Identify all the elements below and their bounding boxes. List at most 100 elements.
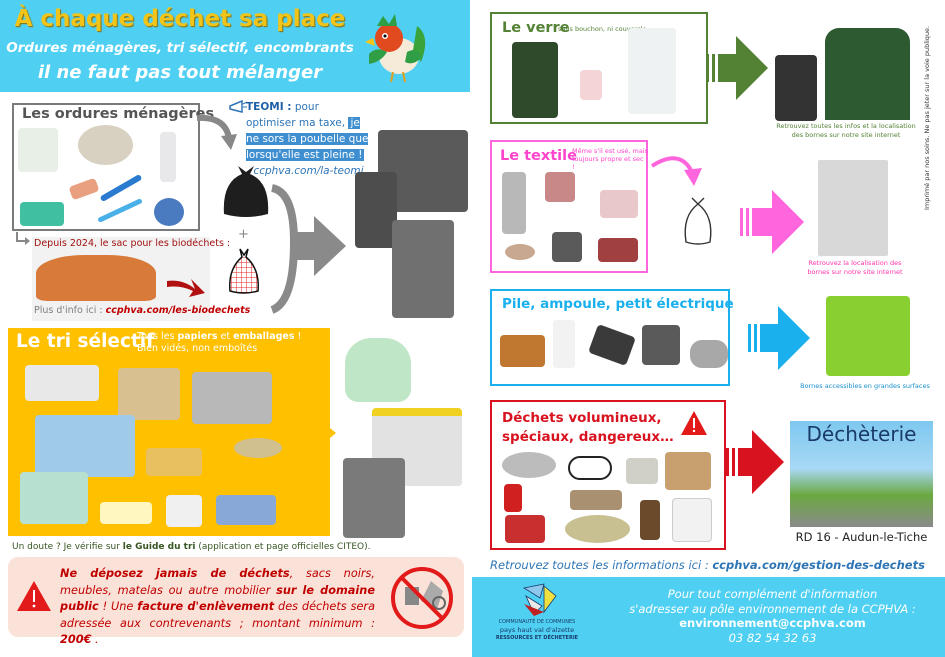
print-notice: Imprimé par nos soins. Ne pas jeter sur … — [923, 25, 931, 210]
plastic-bottles-image — [35, 415, 135, 477]
teomi-notice: TEOMI : pour optimiser ma taxe, je ne so… — [246, 99, 371, 179]
red-big-arrow-icon — [726, 430, 784, 494]
sorting-sub-text: et — [217, 331, 234, 342]
sorting-title: Le tri sélectif — [16, 331, 155, 352]
sorting-sub-note: Bien vidés, non emboîtés — [137, 343, 258, 354]
handbag-image — [552, 232, 582, 262]
sorting-subtitle: Tous les papiers et emballages ! Bien vi… — [137, 331, 301, 355]
waste-management-link[interactable]: ccphva.com/gestion-des-dechets — [712, 558, 925, 572]
merge-arrow-icon — [270, 184, 346, 314]
warning-body: , sacs noirs, meubles, matelas ou autre … — [60, 567, 375, 597]
glass-note: Retrouvez toutes les infos et la localis… — [776, 122, 916, 139]
textile-title: Le textile — [500, 148, 577, 164]
contact-footer — [472, 577, 945, 657]
warning-emphasis: facture d'enlèvement — [137, 600, 275, 613]
sorting-guide-link[interactable]: le Guide du tri — [122, 542, 196, 552]
sorting-sub-text: ! — [294, 331, 302, 342]
textile-panel — [490, 140, 648, 273]
cardboard-box-image — [665, 452, 711, 490]
snack-wrappers-image — [216, 495, 276, 525]
hay-image — [565, 515, 630, 543]
sorting-note-text: (application et page officielles CITEO). — [195, 542, 371, 552]
access-terminal-image — [392, 220, 454, 318]
teomi-link[interactable]: ccphva.com/la-teomi — [253, 165, 364, 177]
recycling-center-location: RD 16 - Audun-le-Tiche — [795, 530, 928, 544]
electric-panel — [490, 289, 730, 386]
electric-note: Bornes accessibles en grandes surfaces — [800, 382, 930, 390]
warning-emphasis: sur le domaine public — [60, 583, 375, 614]
biowaste-bag-icon — [229, 248, 259, 294]
lids-image — [234, 438, 282, 458]
logo-text-service: RESSOURCES ET DÉCHETERIE — [495, 635, 579, 641]
warning-fine-amount: 200€ — [60, 633, 92, 646]
warning-body: . — [91, 633, 99, 646]
plus-sign: + — [238, 227, 249, 242]
wine-bottles-image — [512, 42, 558, 118]
newspapers-image — [25, 365, 99, 401]
contact-phone[interactable]: 03 82 54 32 63 — [728, 630, 817, 645]
contact-info: Pour tout complément d'information s'adr… — [600, 587, 945, 645]
glass-bottles-image — [628, 28, 676, 114]
glass-terminal-image — [775, 55, 817, 121]
teomi-text: pour optimiser ma taxe, — [246, 101, 346, 129]
green-arrow-icon — [706, 36, 768, 100]
glass-jar-image — [580, 70, 602, 100]
chair-image — [640, 500, 660, 540]
contact-line: s'adresser au pôle environnement de la C… — [629, 601, 916, 616]
lawn-mower-image — [505, 515, 545, 543]
glass-title: Le verre — [502, 20, 570, 36]
bulky-waste-title: Déchets volumineux, spéciaux, dangereux… — [502, 409, 674, 447]
teomi-label: TEOMI : — [246, 101, 292, 113]
metal-cans-image — [192, 372, 272, 424]
danger-triangle-icon — [681, 411, 707, 435]
rubble-image — [502, 452, 556, 478]
ccphva-logo-icon — [522, 583, 557, 616]
jeans-image — [502, 172, 526, 234]
sneakers-image — [598, 238, 638, 262]
grey-wheelie-bin-image — [355, 172, 397, 248]
tissue-box-image — [20, 202, 64, 226]
towels-image — [600, 190, 638, 218]
television-image — [626, 458, 658, 484]
textile-subtitle: Même s'il est usé, mais toujours propre … — [572, 147, 649, 171]
header-subtitle: Ordures ménagères, tri sélectif, encombr… — [6, 40, 354, 56]
glass-subtitle: sans bouchon, ni couvercle — [558, 25, 647, 33]
contact-line: Pour tout complément d'information — [667, 587, 878, 601]
rooster-icon — [365, 14, 426, 83]
bulky-waste-panel — [490, 400, 726, 550]
diaper-image — [18, 128, 58, 172]
batteries-image — [500, 335, 545, 367]
recycling-bag-image — [345, 338, 411, 402]
biowaste-info-label: Plus d'info ici : — [34, 305, 103, 316]
electric-title: Pile, ampoule, petit électrique — [502, 296, 734, 312]
warning-body: des déchets sera adressée aux contrevena… — [60, 600, 375, 630]
info-link-label: Retrouvez toutes les informations ici : — [490, 558, 709, 572]
warning-text: Ne déposez jamais de déchets, sacs noirs… — [60, 566, 375, 649]
info-link-line: Retrouvez toutes les informations ici : … — [470, 558, 945, 572]
biowaste-link[interactable]: ccphva.com/les-biodechets — [105, 305, 251, 316]
black-trash-bag-icon — [223, 166, 269, 217]
glass-bank-image — [825, 28, 910, 120]
sorting-terminal-image — [343, 458, 405, 538]
corner-arrow-icon — [16, 232, 30, 245]
spinning-top-image — [154, 198, 184, 226]
belt-image — [505, 244, 535, 260]
contact-email[interactable]: environnement@ccphva.com — [679, 616, 866, 630]
warning-panel — [8, 557, 464, 637]
logo-text-name: pays haut val d'alzette — [499, 626, 575, 634]
washing-machine-image — [672, 498, 712, 542]
hair-dryer-image — [642, 325, 680, 365]
shirt-image — [545, 172, 575, 202]
sorting-sub-text: Tous les — [137, 331, 178, 342]
megaphone-icon — [229, 100, 248, 113]
household-waste-title: Les ordures ménagères — [22, 106, 215, 122]
warning-emphasis: Ne déposez jamais de déchets — [60, 567, 290, 580]
page-title: À chaque déchet sa place — [14, 6, 346, 32]
recycling-center-title: Déchèterie — [806, 422, 917, 446]
sorting-note-text: Un doute ? Je vérifie sur — [12, 542, 123, 552]
ecosystem-bin-image — [826, 296, 910, 376]
white-bag-icon — [684, 197, 712, 245]
biowaste-info: Plus d'info ici : ccphva.com/les-biodech… — [34, 305, 250, 316]
game-controller-image — [690, 340, 728, 368]
plastic-bags-image — [20, 472, 88, 524]
